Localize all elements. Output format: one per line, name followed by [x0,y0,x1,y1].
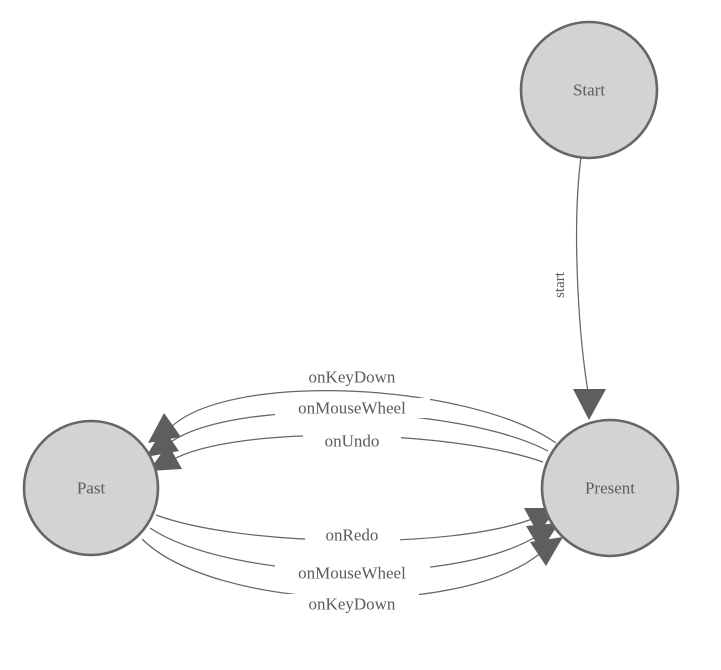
node-present-circle [540,418,680,558]
node-past[interactable]: Past [22,419,160,557]
node-start-label: Start [573,81,605,100]
edge-start[interactable]: start [552,156,606,420]
edge-onredo-past-to-present[interactable]: onRedo [155,508,557,545]
node-start-circle [519,20,659,160]
edge-onredo-label: onRedo [326,526,379,545]
edge-onmousewheel-down-label: onMouseWheel [298,564,406,583]
edge-onmousewheel-present-to-past[interactable]: onMouseWheel [146,398,549,457]
edge-onundo-present-to-past[interactable]: onUndo [149,431,544,471]
node-present-label: Present [585,479,635,498]
edge-onkeydown-down-label: onKeyDown [309,595,396,614]
edge-onmousewheel-up-label-bg [275,398,430,418]
edge-onundo-label-bg [303,431,401,451]
edge-onkeydown-up-label-bg [285,367,419,387]
edge-start-label: start [552,271,568,298]
edge-onmousewheel-past-to-present[interactable]: onMouseWheel [149,523,559,583]
edge-onkeydown-down-arrowhead [530,537,563,566]
edge-onkeydown-up-path [169,390,557,444]
edge-onkeydown-present-to-past[interactable]: onKeyDown [148,367,557,444]
edge-onmousewheel-down-label-bg [275,563,430,583]
edge-onundo-arrowhead [149,444,182,471]
edge-start-arrowhead [573,389,606,420]
node-present[interactable]: Present [540,418,680,558]
edge-start-path [575,156,589,393]
edge-onundo-label: onUndo [325,432,380,451]
node-past-label: Past [77,479,106,498]
edge-onmousewheel-up-label: onMouseWheel [298,399,406,418]
edge-onkeydown-down-label-bg [285,594,419,614]
edge-onredo-label-bg [305,525,400,545]
edge-onkeydown-up-label: onKeyDown [309,368,396,387]
edge-onkeydown-up-arrowhead [148,413,181,443]
edge-onmousewheel-down-arrowhead [526,523,559,551]
edge-onkeydown-past-to-present[interactable]: onKeyDown [141,537,563,614]
node-past-circle [22,419,160,557]
node-start[interactable]: Start [519,20,659,160]
